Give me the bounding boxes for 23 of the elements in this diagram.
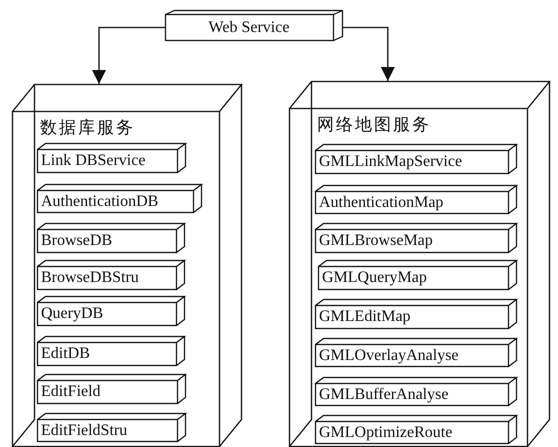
- module-box: AuthenticationMap: [315, 185, 516, 214]
- arrow: [92, 26, 165, 84]
- module-box: AuthenticationDB: [37, 184, 201, 213]
- group-heading: 网络地图服务: [317, 115, 431, 135]
- module-box: GMLQueryMap: [318, 260, 516, 290]
- module-box: GMLEditMap: [315, 299, 516, 329]
- container-box: [289, 81, 549, 447]
- module-box: Link DBService: [37, 143, 185, 173]
- service-box: Web Service: [165, 10, 342, 41]
- module-box: EditField: [37, 374, 185, 404]
- group-heading: 数据库服务: [40, 118, 135, 138]
- module-box: EditFieldStru: [37, 413, 185, 442]
- module-box: GMLLinkMapService: [315, 144, 516, 174]
- module-box: GMLBrowseMap: [315, 223, 516, 253]
- module-box: BrowseDBStru: [37, 260, 184, 290]
- module-box: QueryDB: [37, 296, 184, 326]
- module-box: GMLOverlayAnalyse: [315, 338, 516, 367]
- module-box: BrowseDB: [37, 223, 184, 253]
- container-box: [12, 84, 241, 447]
- module-box: EditDB: [37, 336, 184, 366]
- arrow: [342, 26, 395, 81]
- module-box: GMLOptimizeRoute: [315, 415, 516, 444]
- module-box: GMLBufferAnalyse: [315, 377, 516, 406]
